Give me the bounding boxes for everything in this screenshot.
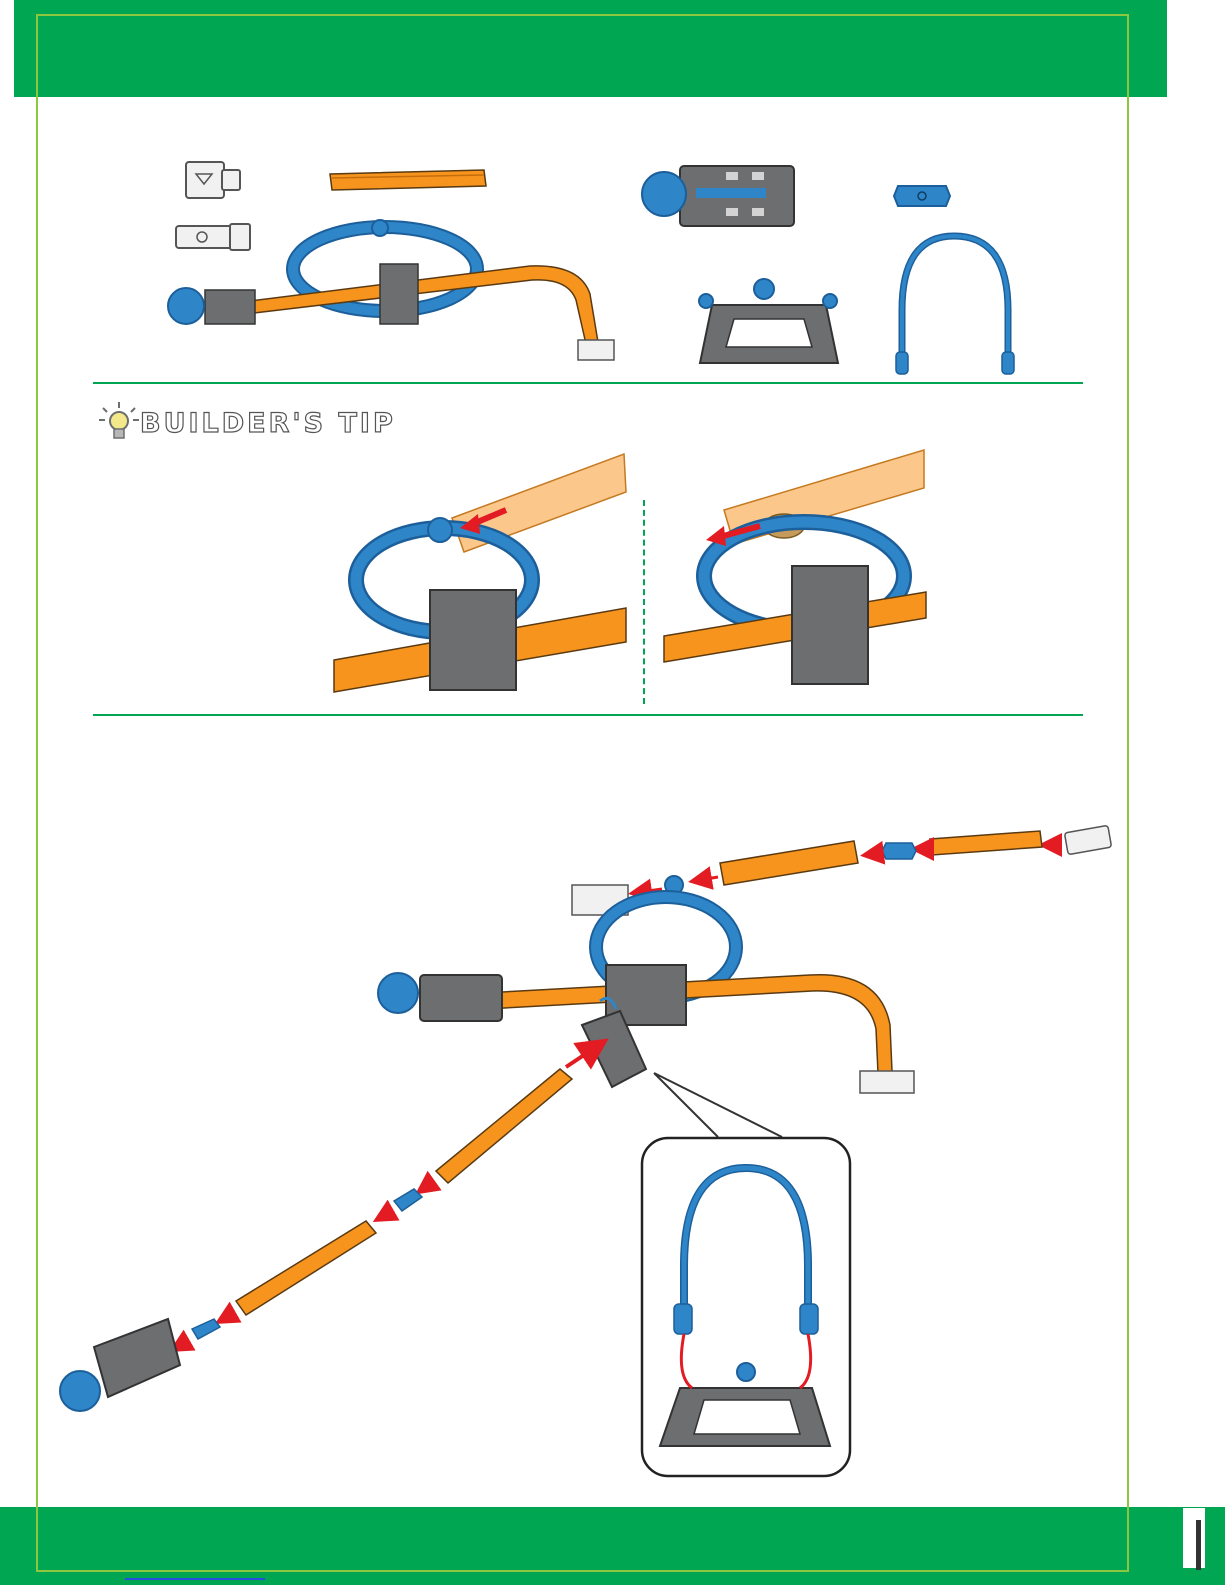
launcher-piece [640, 160, 800, 232]
main-assembly-illustration [50, 825, 1120, 1445]
stand-piece [694, 275, 844, 375]
page-tab-mark [1196, 1520, 1201, 1570]
section-divider-top [93, 382, 1083, 384]
end-clip-piece [184, 160, 242, 200]
frame-left [36, 14, 38, 1572]
cable-attach-detail [640, 1136, 852, 1478]
footer-underline [125, 1578, 265, 1580]
builders-tip-title: BUILDER'S TIP [140, 408, 396, 439]
tip-illustration-right [664, 448, 926, 696]
frame-top [36, 14, 1129, 16]
assembled-loop-preview [160, 214, 620, 374]
footer-band [0, 1507, 1225, 1585]
connector-piece [892, 184, 952, 208]
frame-bottom [36, 1570, 1129, 1572]
track-piece [328, 168, 488, 194]
section-divider-bottom [93, 714, 1083, 716]
tip-illustration-left [334, 448, 626, 696]
cable-piece [890, 230, 1020, 378]
page-tab [1183, 1508, 1205, 1568]
frame-right [1127, 14, 1129, 1572]
tip-divider-dashed [643, 500, 645, 704]
lightbulb-icon [97, 400, 141, 444]
